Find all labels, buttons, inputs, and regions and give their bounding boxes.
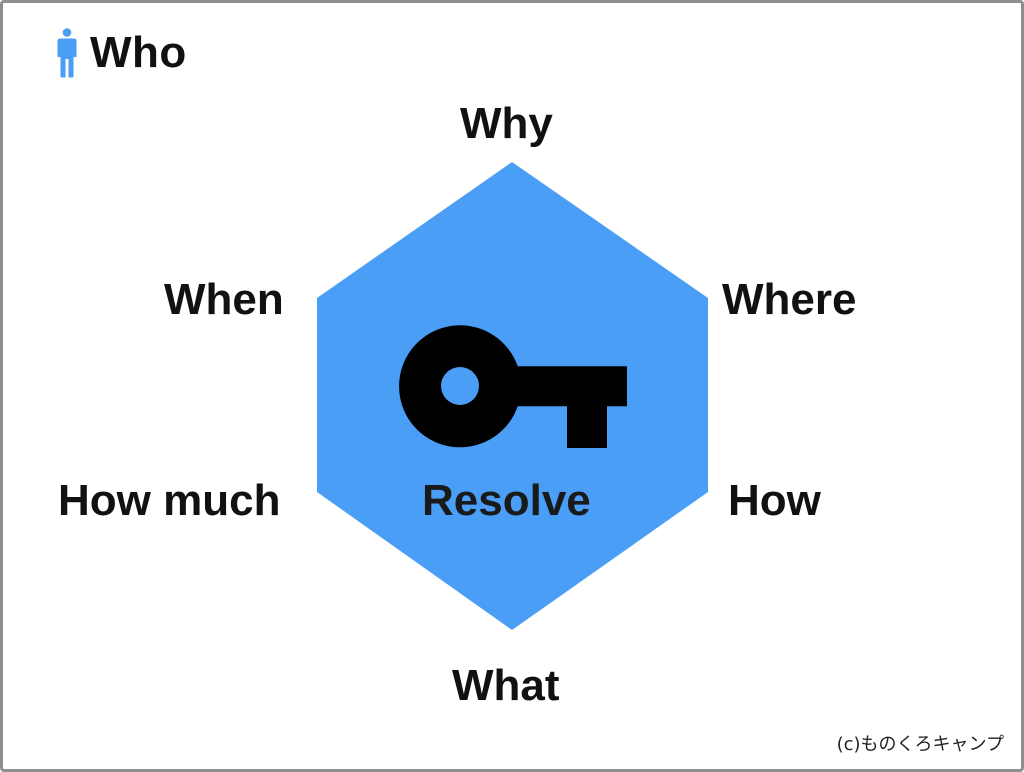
resolve-label: Resolve <box>422 476 591 525</box>
how-label: How <box>728 476 821 525</box>
what-label: What <box>452 661 560 710</box>
when-label: When <box>164 275 284 324</box>
where-label: Where <box>722 275 857 324</box>
person-icon <box>57 28 77 78</box>
why-label: Why <box>460 99 553 148</box>
who-group: Who <box>56 26 187 80</box>
copyright-text: (c)ものくろキャンプ <box>836 734 1004 755</box>
who-label: Who <box>90 28 187 77</box>
key-icon <box>399 325 627 448</box>
how-much-label: How much <box>58 476 281 525</box>
